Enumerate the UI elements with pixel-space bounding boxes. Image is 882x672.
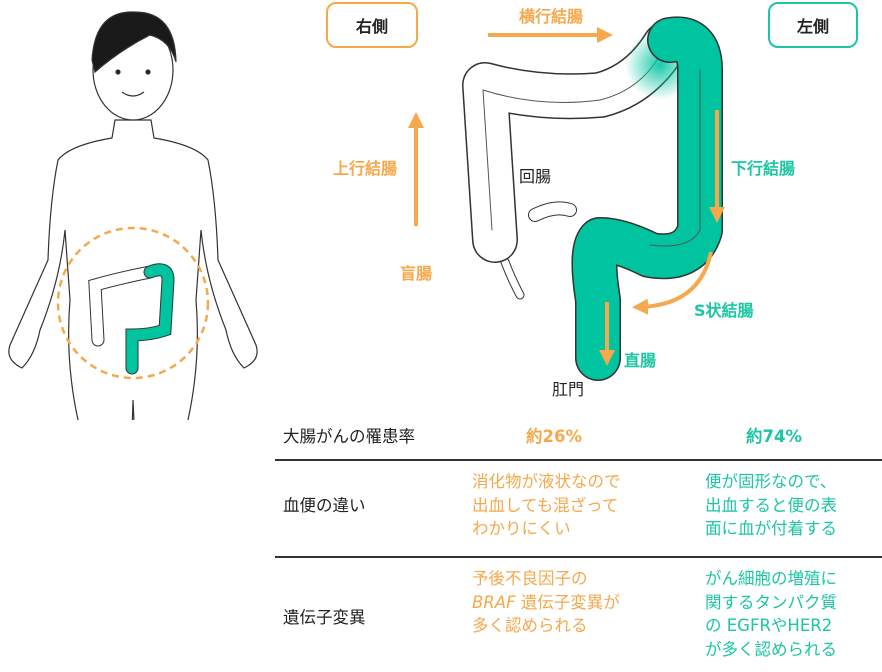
highlight-dashed-circle: [56, 226, 210, 380]
transverse-colon-label: 横行結腸: [519, 7, 584, 26]
rectum-label: 直腸: [624, 351, 657, 370]
right-incidence: 約26%: [526, 427, 582, 446]
right-side-label: 右側: [326, 2, 418, 48]
text-line: 多く認められる: [472, 616, 588, 635]
right-gene-mutation: 予後不良因子の BRAF 遺伝子変異が 多く認められる: [472, 567, 620, 638]
text-line: 関するタンパク質: [705, 592, 837, 612]
colon-left-side: [571, 16, 723, 381]
text-line: 面に血が付着する: [705, 519, 837, 538]
text-line: BRAF 遺伝子変異が: [472, 591, 620, 615]
text-line: が多く認められる: [705, 639, 837, 659]
table-divider: [275, 459, 882, 461]
left-gene-mutation: がん細胞の増殖に 関するタンパク質 の EGFRやHER2 が多く認められる: [705, 567, 837, 661]
text-line: わかりにくい: [472, 519, 571, 538]
ascending-colon-label: 上行結腸: [333, 159, 398, 178]
descending-colon-label: 下行結腸: [731, 159, 796, 178]
direction-arrows: [408, 27, 725, 366]
anus-label: 肛門: [552, 380, 585, 399]
text-line: 消化物が液状なので: [472, 472, 621, 491]
text-line: 遺伝子変異が: [515, 592, 620, 612]
illustration: [8, 11, 725, 420]
braf-gene: BRAF: [472, 592, 516, 612]
text-line: 便が固形なので、: [705, 472, 837, 491]
small-colon-icon: [88, 263, 175, 375]
table-divider: [275, 556, 882, 558]
row-label-bloody-stool: 血便の違い: [283, 496, 366, 515]
ileum-label: 回腸: [519, 167, 552, 186]
text-line: がん細胞の増殖に: [705, 569, 837, 588]
left-bloody-stool: 便が固形なので、 出血すると便の表 面に血が付着する: [705, 470, 837, 541]
left-incidence: 約74%: [746, 427, 802, 446]
row-label-incidence: 大腸がんの罹患率: [283, 427, 415, 446]
text-line: 予後不良因子の: [472, 569, 588, 588]
text-line: 出血すると便の表: [705, 495, 837, 515]
text-line: の EGFRやHER2: [705, 616, 833, 635]
row-label-gene-mutation: 遺伝子変異: [283, 608, 366, 627]
left-side-label: 左側: [768, 2, 858, 48]
right-bloody-stool: 消化物が液状なので 出血しても混ざって わかりにくい: [472, 470, 621, 541]
cecum-label: 盲腸: [400, 264, 433, 283]
sigmoid-colon-label: S状結腸: [694, 301, 754, 320]
text-line: 出血しても混ざって: [472, 495, 619, 515]
